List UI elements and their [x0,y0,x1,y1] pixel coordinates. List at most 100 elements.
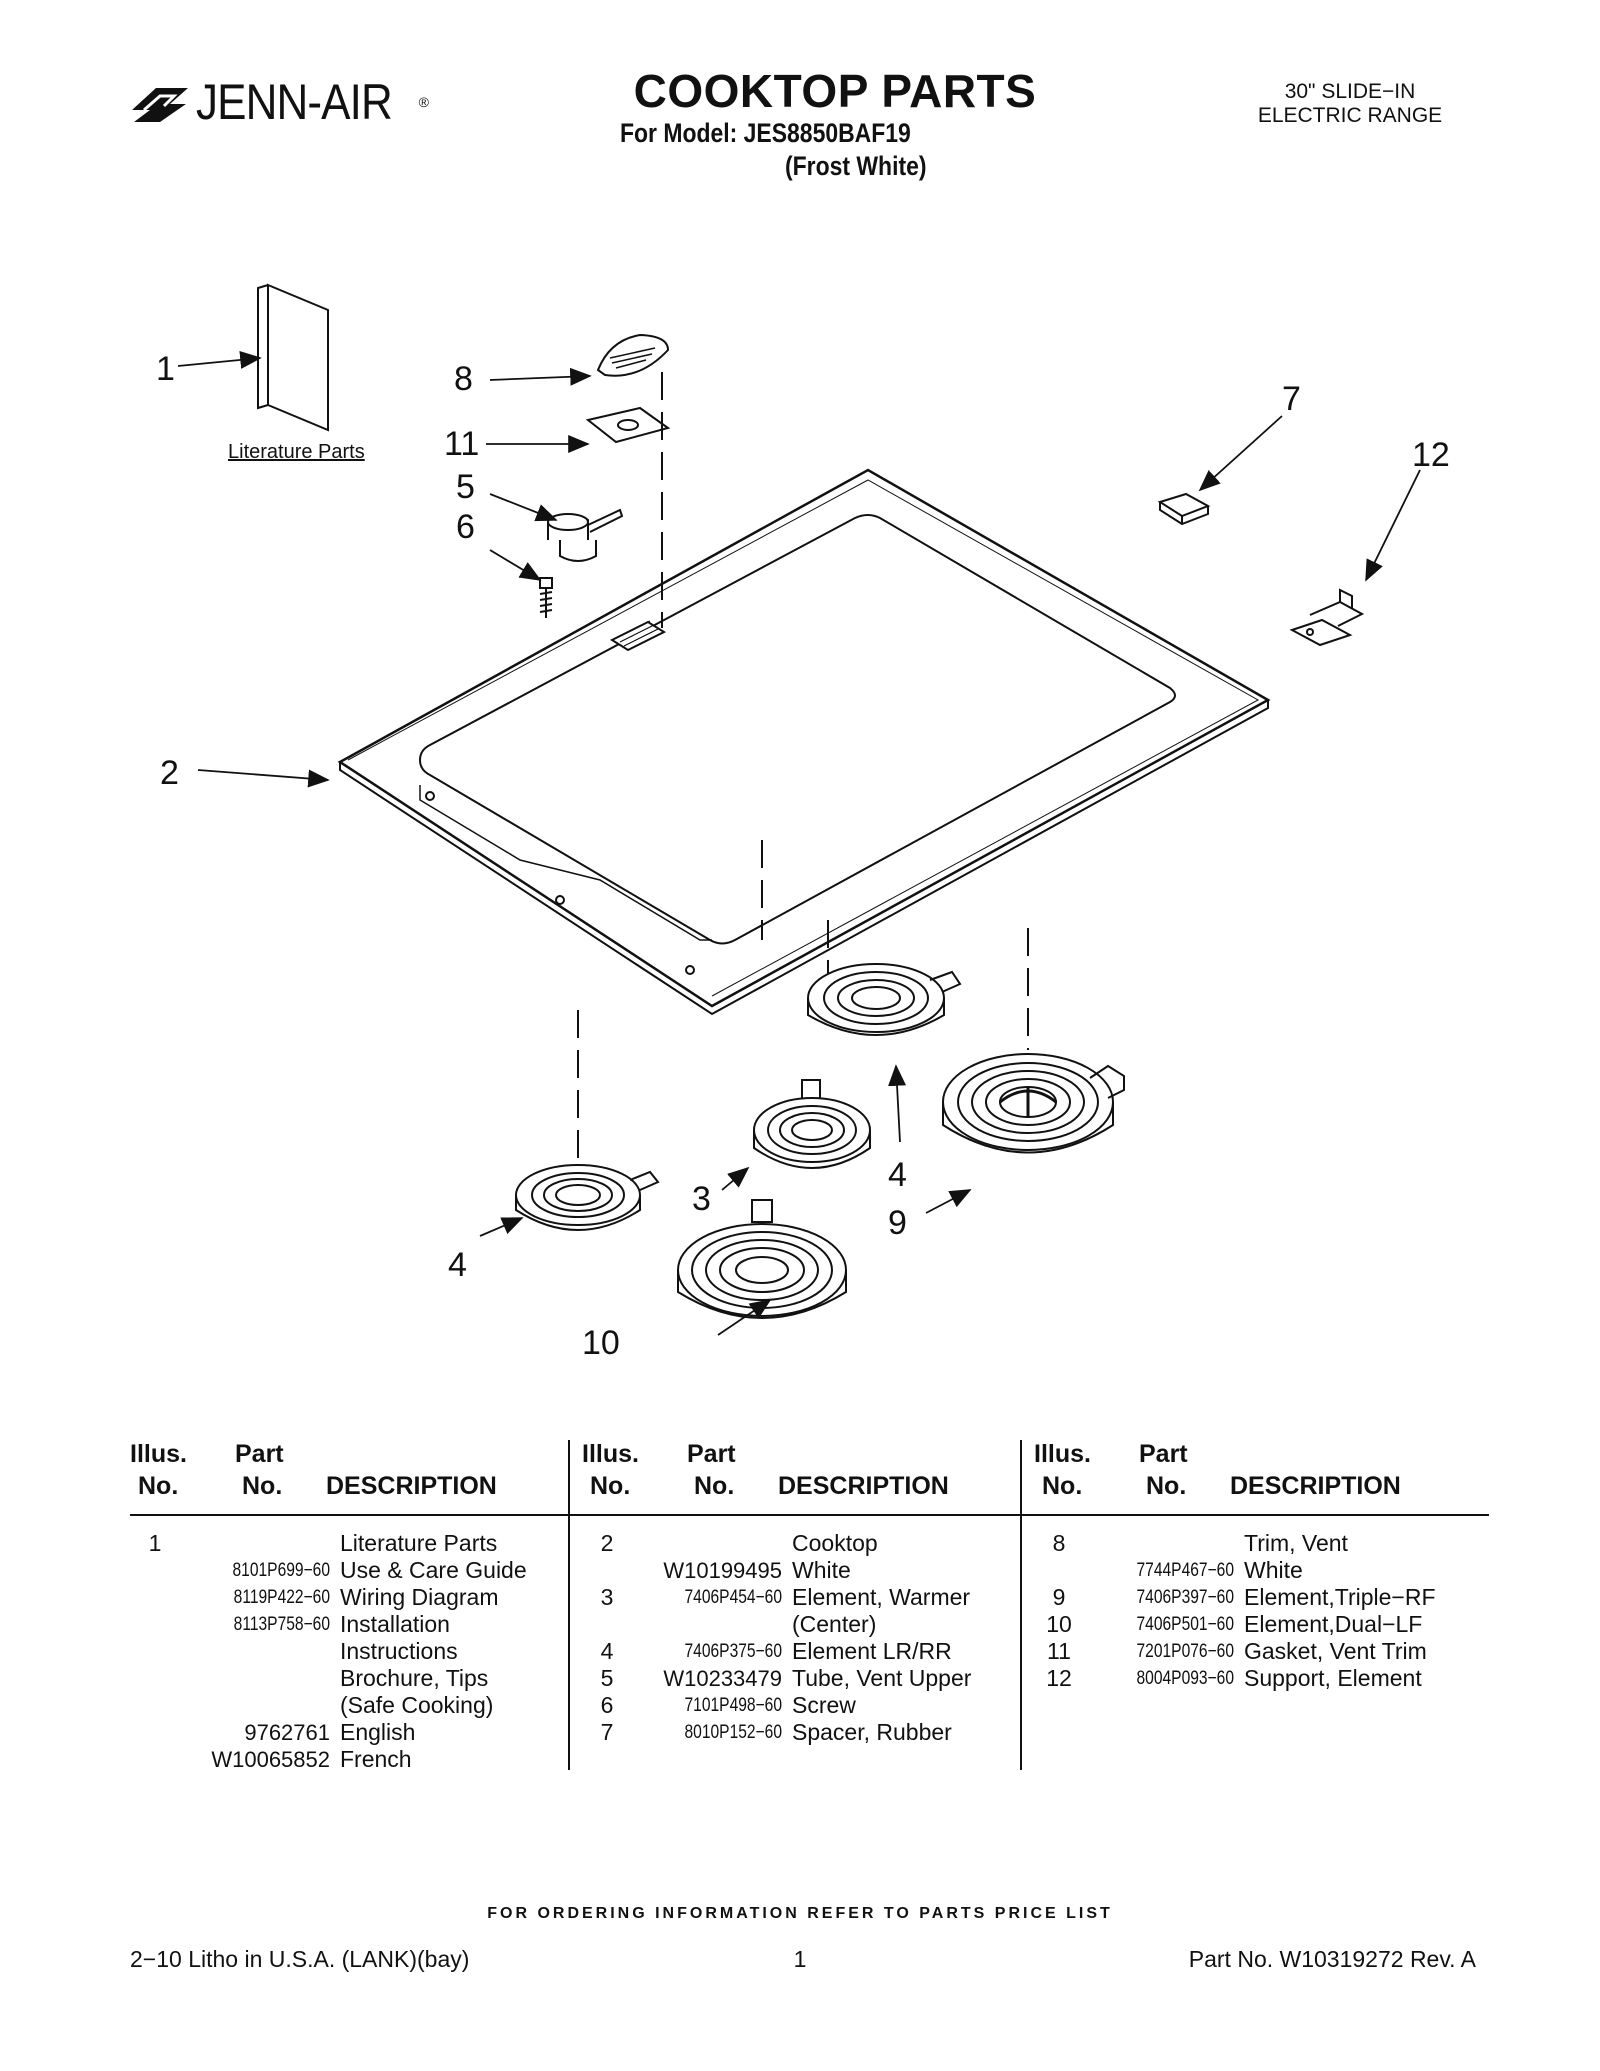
brand-name: JENN-AIR [196,74,393,130]
description: Cooktop [792,1530,878,1556]
illus-number: 2 [600,1530,614,1556]
description: English [340,1719,416,1745]
element-warmer [753,1079,871,1169]
illus-header: Illus. [582,1440,639,1468]
part-number: 7406P454−60 [684,1587,782,1608]
callout-2: 2 [160,754,179,792]
table-row: 11 7201P076−60 Gasket, Vent Trim [1034,1638,1489,1665]
illus-number: 7 [600,1719,614,1745]
table-row: 7 8010P152−60 Spacer, Rubber [582,1719,1037,1746]
callout-6: 6 [456,508,475,546]
ordering-note: FOR ORDERING INFORMATION REFER TO PARTS … [487,1905,1113,1922]
page-number: 1 [793,1946,807,1972]
description: French [340,1746,412,1772]
page-title: COOKTOP PARTS [633,65,1037,117]
illus-number: 12 [1046,1665,1072,1691]
table-row: 12 8004P093−60 Support, Element [1034,1665,1489,1692]
illus-no-header: No. [590,1472,631,1500]
part-number: 8010P152−60 [684,1722,782,1743]
illus-header: Illus. [130,1440,187,1468]
illus-number: 6 [600,1692,614,1718]
description: White [792,1557,851,1583]
callout-12: 12 [1412,436,1450,474]
illus-header: Illus. [1034,1440,1091,1468]
illus-number: 4 [600,1638,614,1664]
part-number: 8113P758−60 [233,1614,330,1635]
description-header: DESCRIPTION [326,1472,497,1500]
description: White [1244,1557,1303,1583]
description: Wiring Diagram [340,1584,499,1610]
description-header: DESCRIPTION [1230,1472,1401,1500]
part-number: W10199495 [663,1558,782,1583]
illus-number: 11 [1047,1638,1071,1664]
range-type-line2: ELECTRIC RANGE [1257,104,1443,127]
registered-mark: ® [418,94,429,110]
description: Element LR/RR [792,1638,952,1664]
callout-4-left: 4 [448,1246,467,1284]
table-row: 8113P758−60 Installation [130,1611,585,1638]
column-divider [568,1440,570,1770]
part-no-header: No. [242,1472,283,1500]
table-row: (Center) [582,1611,1037,1638]
range-type-line1: 30" SLIDE−IN [1284,80,1416,103]
description: Support, Element [1244,1665,1422,1691]
description: Installation [340,1611,450,1637]
table-row: W10199495 White [582,1557,1037,1584]
callout-5: 5 [456,468,475,506]
cooktop-glass [337,468,1271,1016]
table-row: Instructions [130,1638,585,1665]
part-number: 7406P375−60 [684,1641,782,1662]
illus-number: 5 [600,1665,614,1691]
callout-8: 8 [454,360,473,398]
table-row: Brochure, Tips [130,1665,585,1692]
part-number: 7201P076−60 [1136,1641,1234,1662]
exploded-parts-diagram: Literature Parts 1 8 11 5 6 7 12 2 3 4 4… [156,283,1450,1362]
table-header: Illus. No. Part No. DESCRIPTION [1034,1440,1489,1516]
part-number: 8119P422−60 [233,1587,330,1608]
illus-number: 1 [148,1530,162,1556]
description: (Center) [792,1611,877,1637]
part-number: 8004P093−60 [1136,1668,1234,1689]
description: Spacer, Rubber [792,1719,952,1745]
table-header: Illus. No. Part No. DESCRIPTION [130,1440,585,1516]
callout-1: 1 [156,350,175,388]
model-line: For Model: JES8850BAF19 [620,118,911,148]
callout-11: 11 [444,425,479,463]
table-row: 5 W10233479 Tube, Vent Upper [582,1665,1037,1692]
part-number: W10233479 [663,1666,782,1691]
jenn-air-logo-icon [132,88,188,122]
element-triple [942,1053,1125,1154]
rubber-spacer [1157,492,1211,526]
document-part-number: Part No. W10319272 Rev. A [1188,1946,1476,1972]
illus-no-header: No. [1042,1472,1083,1500]
literature-parts-label: Literature Parts [228,441,365,463]
description: Gasket, Vent Trim [1244,1638,1427,1664]
color-line: (Frost White) [785,151,927,181]
part-number: 7406P397−60 [1136,1587,1234,1608]
description: Tube, Vent Upper [792,1665,972,1691]
description: Brochure, Tips [340,1665,489,1691]
description: Element, Warmer [792,1584,971,1610]
part-number: 8101P699−60 [232,1560,330,1581]
illus-number: 8 [1052,1530,1066,1556]
table-row: 8119P422−60 Wiring Diagram [130,1584,585,1611]
part-no-header: No. [1146,1472,1187,1500]
vent-tube [547,508,624,562]
element-support [1289,588,1365,647]
description: Element,Dual−LF [1244,1611,1423,1637]
part-no-header: No. [694,1472,735,1500]
description: Instructions [340,1638,458,1664]
element-lr-left [515,1164,660,1231]
description: Element,Triple−RF [1244,1584,1436,1610]
litho-info: 2−10 Litho in U.S.A. (LANK)(bay) [130,1946,470,1972]
